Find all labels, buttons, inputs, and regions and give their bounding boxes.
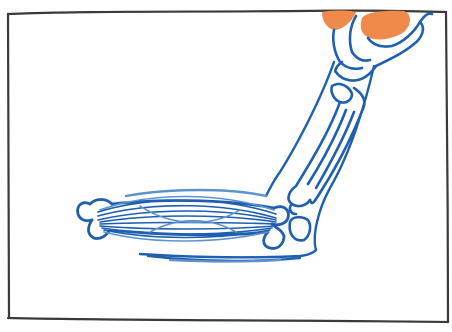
shoulder-muscle-right — [361, 11, 410, 40]
frame — [8, 11, 448, 322]
shoulder-muscle-group — [322, 11, 410, 40]
elbow-joint — [290, 217, 310, 240]
